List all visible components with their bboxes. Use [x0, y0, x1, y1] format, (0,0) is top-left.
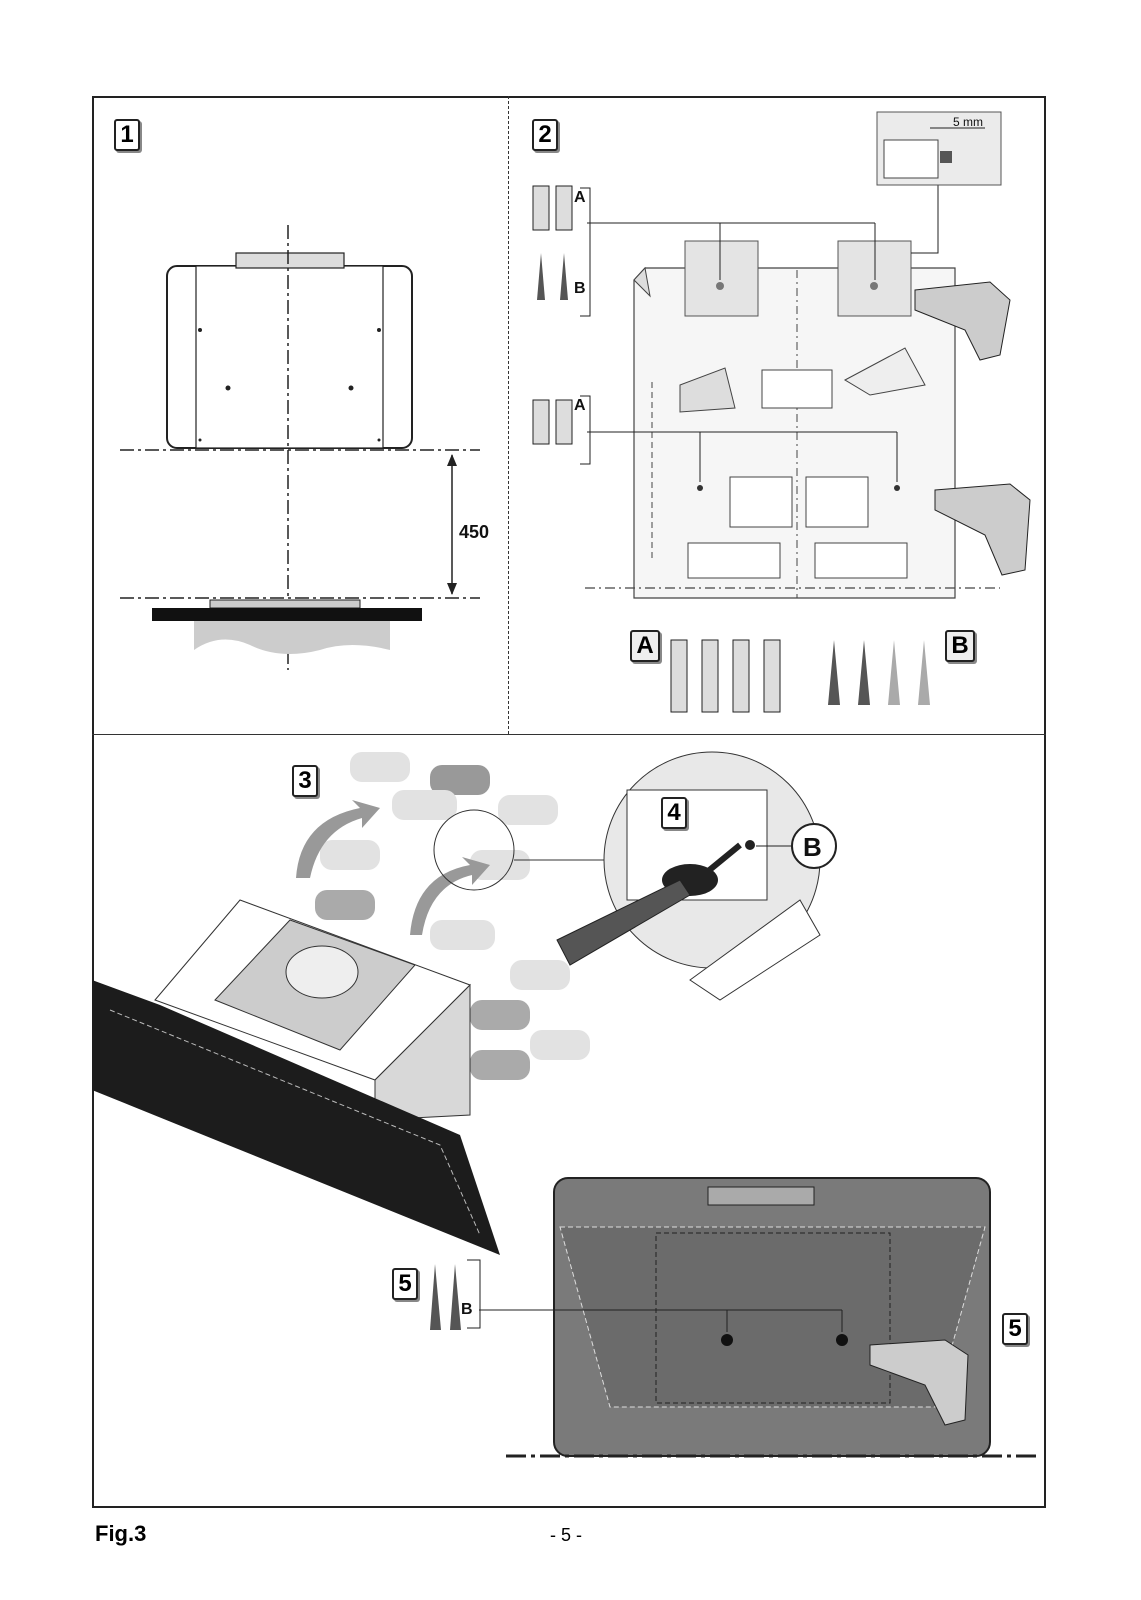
- panel-2-drilling-template: [533, 112, 1030, 712]
- callout-b: B: [803, 832, 822, 863]
- gap-label: 5 mm: [953, 115, 983, 129]
- panel-5-fixing: [430, 1178, 1036, 1456]
- legend-screw-b: B: [945, 630, 975, 662]
- screw-label-b: B: [574, 280, 586, 298]
- step-2-badge: 2: [532, 119, 558, 151]
- step-5-repeat-badge: 5: [1002, 1313, 1028, 1345]
- plug-label-a: A: [574, 189, 586, 207]
- step-5-badge: 5: [392, 1268, 418, 1300]
- step-3-badge: 3: [292, 765, 318, 797]
- step-1-badge: 1: [114, 119, 140, 151]
- step-4-badge: 4: [661, 797, 687, 829]
- dimension-label: 450: [459, 522, 489, 543]
- screw-label-b-step5: B: [461, 1301, 473, 1319]
- plug-label-a-lower: A: [574, 397, 586, 415]
- page-number: - 5 -: [550, 1525, 582, 1546]
- legend-plug-a: A: [630, 630, 660, 662]
- panel-1-hood-template: [120, 225, 480, 670]
- figure-caption: Fig.3: [95, 1521, 146, 1547]
